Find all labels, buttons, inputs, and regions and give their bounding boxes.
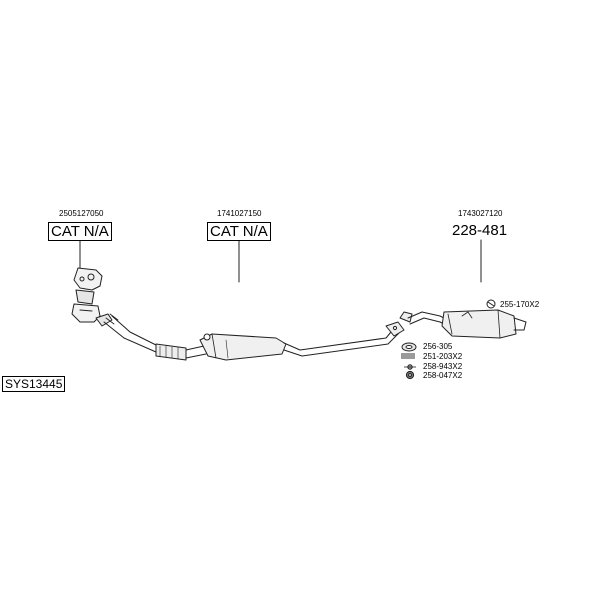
front-pipe xyxy=(103,313,207,361)
label-front-cat: CAT N/A xyxy=(48,222,112,241)
front-catalytic-converter xyxy=(71,267,113,327)
bolt-nut-icon xyxy=(404,364,416,370)
gasket-ring-icon xyxy=(401,342,417,352)
clamp-icon xyxy=(486,299,496,309)
accessory-code-clamp: 255-170X2 xyxy=(500,300,540,309)
part-number-middle-section: 1741027150 xyxy=(217,209,262,218)
spring-icon xyxy=(401,353,415,359)
rubber-hanger-icon xyxy=(405,370,415,380)
system-id-label: SYS13445 xyxy=(2,376,66,392)
accessory-code-gasket: 256-305 xyxy=(423,342,453,351)
part-number-front-cat: 2505127050 xyxy=(59,209,104,218)
accessory-code-spring: 251-203X2 xyxy=(423,352,463,361)
intermediate-pipe xyxy=(283,321,405,357)
middle-section-resonator xyxy=(199,333,287,361)
rear-silencer xyxy=(399,309,527,339)
label-rear-silencer: 228-481 xyxy=(452,222,508,239)
label-middle-section: CAT N/A xyxy=(207,222,271,241)
part-number-rear-silencer: 1743027120 xyxy=(458,209,503,218)
accessory-code-bolt-nut: 258-943X2 xyxy=(423,362,463,371)
accessory-code-rubber-hanger: 258-047X2 xyxy=(423,371,463,380)
